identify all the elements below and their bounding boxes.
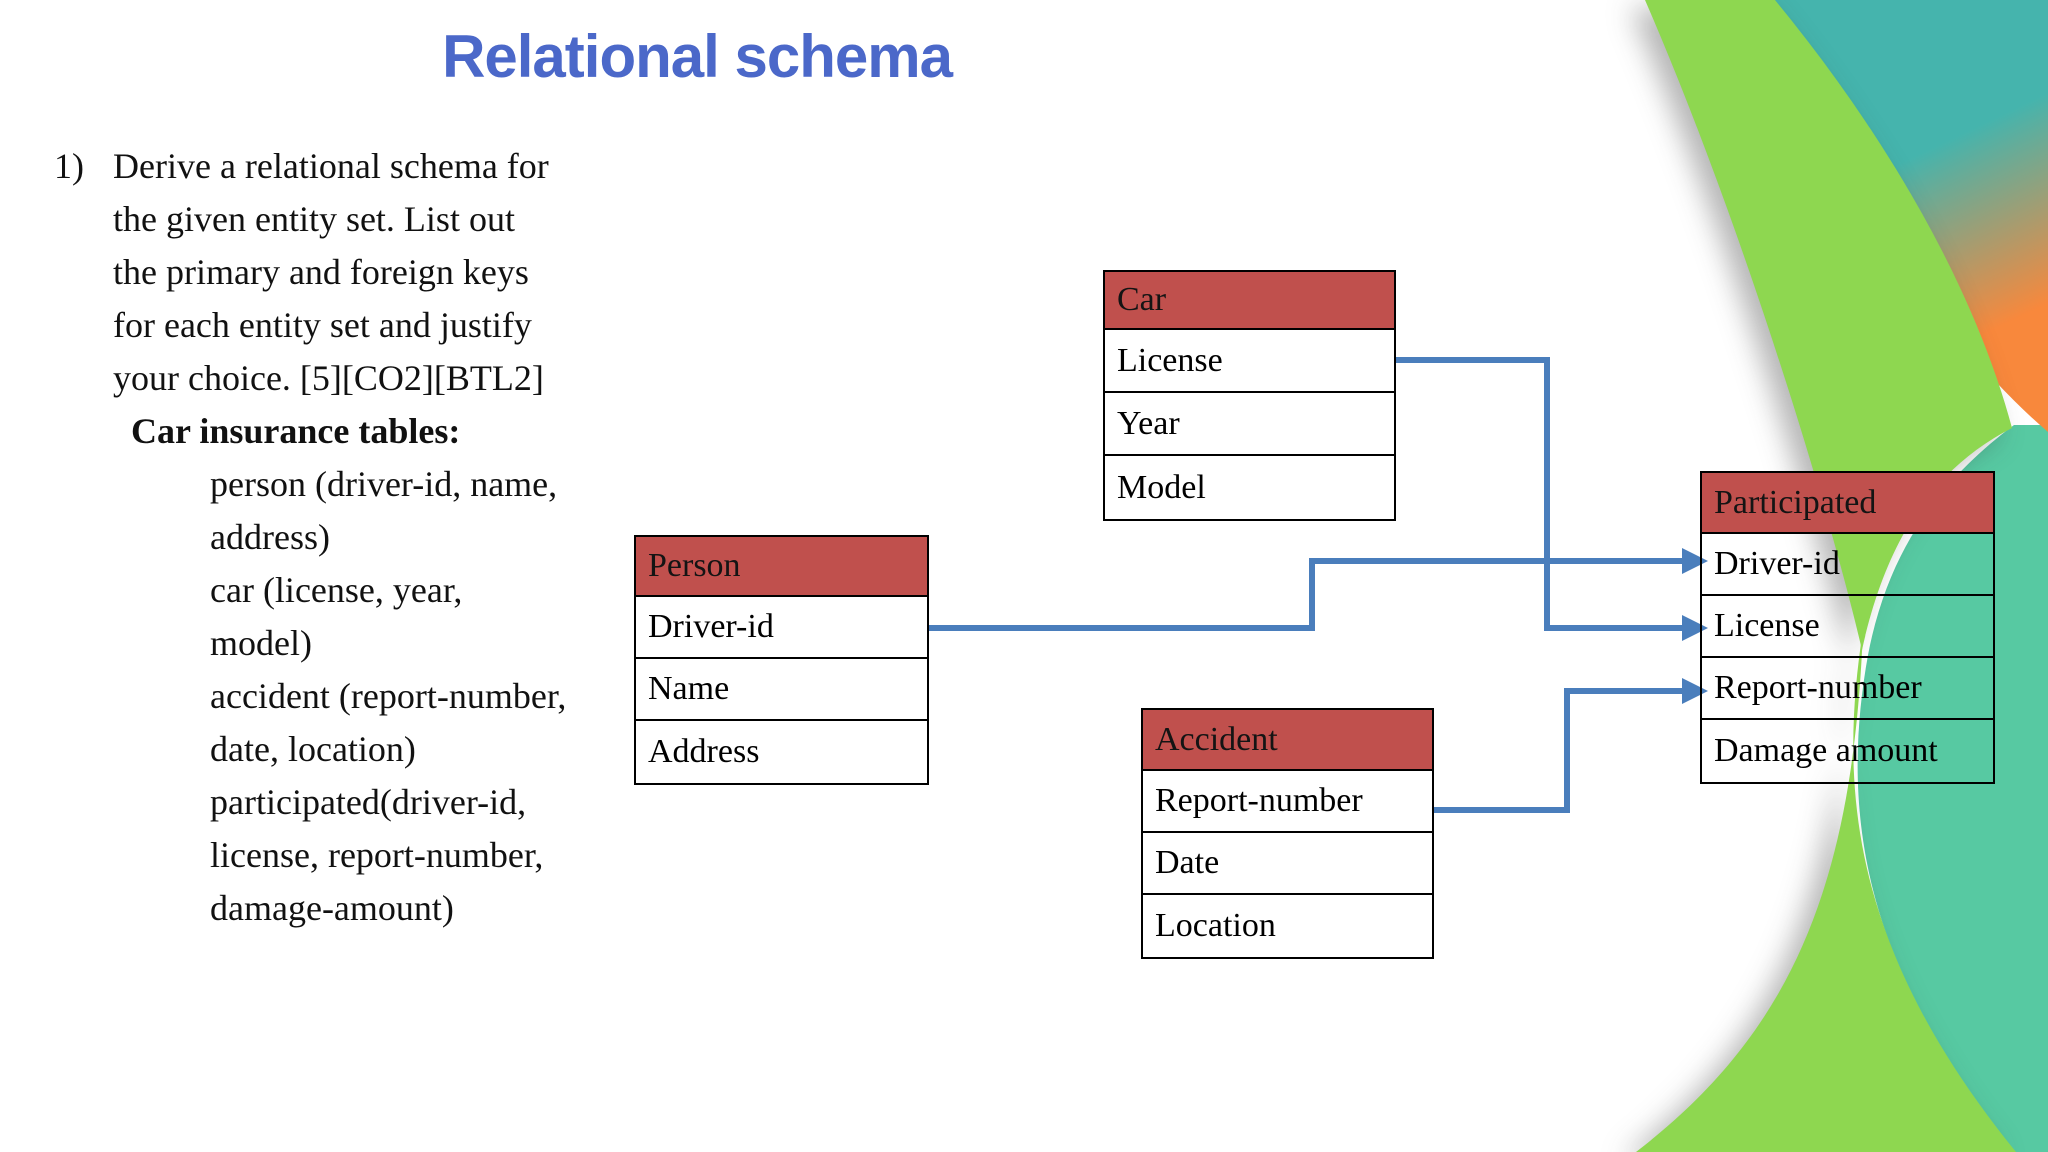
schema-list: person (driver-id, name, address) car (l…: [210, 458, 566, 935]
problem-line: the given entity set. List out: [113, 199, 515, 239]
table-row: Year: [1105, 393, 1394, 456]
entity-table-participated-header: Participated: [1702, 473, 1993, 534]
entity-table-car: Car License Year Model: [1103, 270, 1396, 521]
table-row: License: [1105, 330, 1394, 393]
page-title: Relational schema: [442, 23, 953, 90]
entity-table-accident-header: Accident: [1143, 710, 1432, 771]
problem-text: Derive a relational schema for the given…: [113, 140, 633, 405]
entity-table-participated: Participated Driver-id License Report-nu…: [1700, 471, 1995, 784]
decor-seagreen-shape: [1857, 425, 2048, 1152]
table-row: Report-number: [1702, 658, 1993, 720]
entity-table-person-header: Person: [636, 537, 927, 597]
entity-table-person: Person Driver-id Name Address: [634, 535, 929, 785]
entity-table-accident: Accident Report-number Date Location: [1141, 708, 1434, 959]
entity-table-car-header: Car: [1105, 272, 1394, 330]
table-row: Name: [636, 659, 927, 721]
table-row: Driver-id: [1702, 534, 1993, 596]
problem-line: Derive a relational schema for: [113, 146, 549, 186]
problem-line: the primary and foreign keys: [113, 252, 529, 292]
problem-line: for each entity set and justify: [113, 305, 532, 345]
table-row: Location: [1143, 895, 1432, 957]
schema-list-line: model): [210, 623, 312, 663]
problem-subheading: Car insurance tables:: [131, 411, 461, 451]
schema-list-line: damage-amount): [210, 888, 454, 928]
table-row: Date: [1143, 833, 1432, 895]
schema-list-line: participated(driver-id,: [210, 782, 527, 822]
schema-list-line: date, location): [210, 729, 416, 769]
table-row: Damage amount: [1714, 732, 1938, 769]
table-row: Report-number: [1143, 771, 1432, 833]
schema-list-line: address): [210, 517, 330, 557]
problem-line: your choice. [5][CO2][BTL2]: [113, 358, 544, 398]
table-row: Model: [1105, 456, 1394, 519]
schema-list-line: person (driver-id, name,: [210, 464, 558, 504]
table-row: License: [1702, 596, 1993, 658]
schema-list-line: license, report-number,: [210, 835, 544, 875]
problem-number: 1): [54, 146, 84, 186]
schema-list-line: accident (report-number,: [210, 676, 567, 716]
table-row: Driver-id: [636, 597, 927, 659]
table-row: Address: [636, 721, 927, 783]
schema-list-line: car (license, year,: [210, 570, 463, 610]
